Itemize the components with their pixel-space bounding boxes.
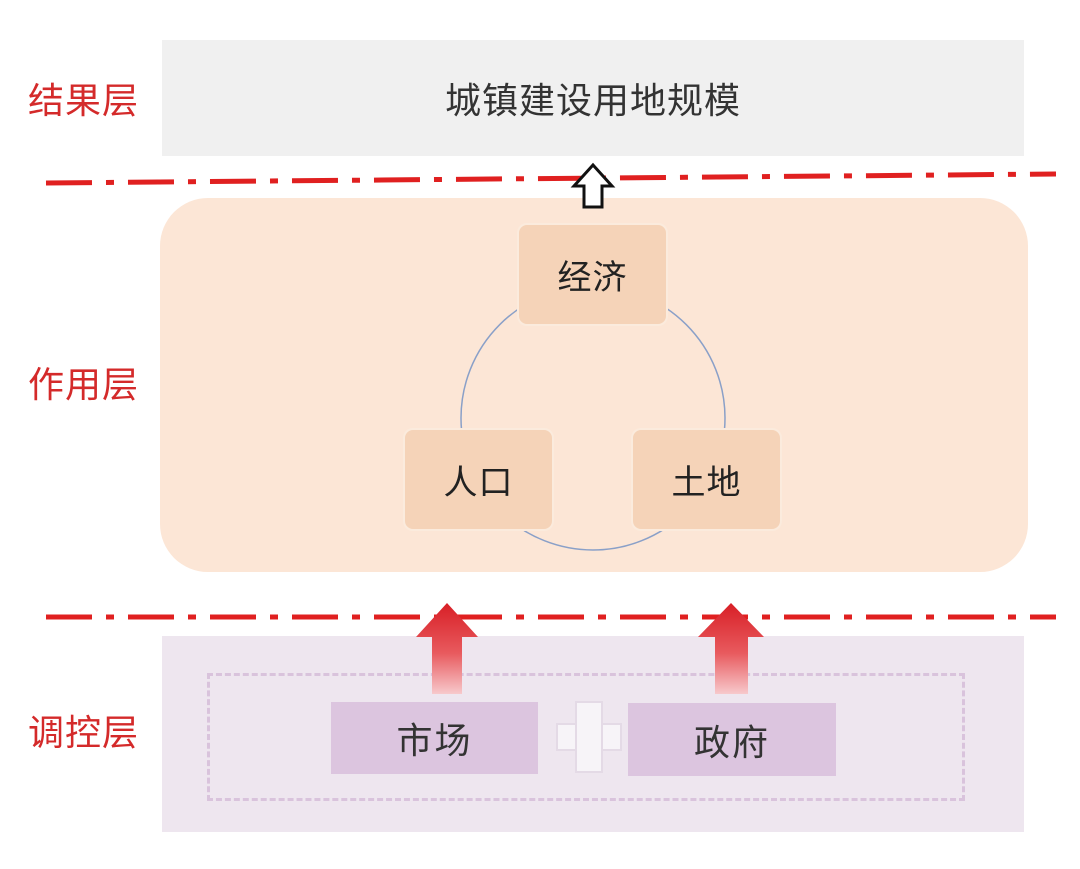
- action-layer-label: 作用层: [28, 365, 140, 406]
- plus-icon: [556, 701, 622, 773]
- node-land: 土地: [631, 428, 782, 531]
- node-population: 人口: [403, 428, 554, 531]
- control-layer-label: 调控层: [28, 713, 140, 754]
- result-layer-label: 结果层: [28, 81, 140, 122]
- government-box: 政府: [628, 703, 836, 776]
- result-box: 城镇建设用地规模: [162, 40, 1024, 156]
- control-dashed-frame: [207, 673, 965, 801]
- result-text: 城镇建设用地规模: [444, 81, 741, 122]
- market-label: 市场: [396, 721, 473, 762]
- up-arrow-outline-icon: [570, 162, 616, 209]
- node-economy: 经济: [517, 223, 668, 326]
- divider-top: [45, 171, 1057, 186]
- node-land-label: 土地: [671, 463, 742, 503]
- market-box: 市场: [331, 702, 538, 774]
- government-label: 政府: [693, 722, 770, 764]
- government-up-arrow-icon: [698, 603, 764, 694]
- market-up-arrow-icon: [416, 603, 478, 694]
- node-population-label: 人口: [443, 463, 514, 503]
- node-economy-label: 经济: [557, 258, 628, 298]
